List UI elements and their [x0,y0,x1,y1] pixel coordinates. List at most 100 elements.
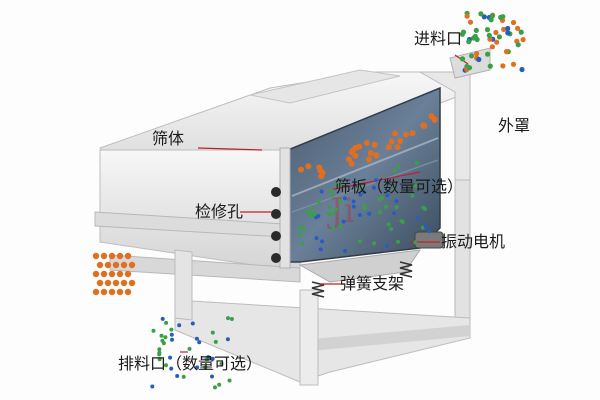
screen-plate-line-2 [291,159,439,213]
label-feed-inlet: 进料口 [414,29,463,48]
particle [351,199,356,204]
particle [104,261,112,269]
particle [316,214,321,218]
particle [112,261,120,269]
particle [496,34,502,40]
particle [169,327,174,332]
particle [472,33,478,40]
inspection-hole-3 [271,231,281,241]
particle [473,27,479,33]
spring-right [399,261,413,278]
base-rail [300,325,470,352]
particle [494,39,500,45]
particle [362,206,367,211]
particle [389,227,394,231]
particle [498,14,504,20]
screen-box-frame [279,147,291,269]
particle [476,56,482,63]
particle [415,215,420,220]
particle [161,341,166,346]
particle [194,336,199,341]
particle [377,210,382,215]
particle [333,207,338,212]
particle [151,328,156,333]
left-leg [174,249,193,321]
label-inspection-hole: 检修孔 [195,202,244,221]
particle [351,204,356,209]
particle [190,321,195,326]
particle [467,19,474,25]
particle [96,279,104,287]
particle [159,333,164,338]
particle [330,211,335,216]
particle [466,39,472,45]
particle [343,248,348,253]
particle [226,316,230,321]
particle [300,241,305,246]
particle [314,236,319,241]
particle [157,357,162,362]
particle [487,63,493,69]
particle [309,211,314,216]
particle [373,152,380,159]
particle [116,270,124,278]
particle [305,210,310,214]
particle [229,317,234,321]
particle [150,384,155,389]
particle [169,366,174,371]
particle [312,212,317,217]
particle [104,279,112,287]
particle [394,199,399,204]
particle [363,139,370,146]
label-discharge-outlet: 排料口（数量可选） [118,354,263,373]
particle [510,61,517,67]
particle [219,361,224,366]
inspection-hole-1 [271,187,281,197]
particle [213,385,217,390]
particle [397,138,404,144]
particle [518,29,524,35]
particle [503,49,510,55]
vibration-motor [414,231,444,249]
particle [341,219,346,224]
particle [298,232,303,237]
particle [421,205,426,210]
particle [100,270,108,278]
particle [120,279,128,287]
screen-plate-line [291,137,439,197]
particle [493,29,499,36]
particle [92,288,100,296]
particle [341,182,345,187]
particle [489,44,495,50]
right-leg [454,179,471,331]
particle [329,188,334,193]
particle [309,214,314,219]
particle [197,340,202,345]
particle [386,222,391,227]
particle [459,56,466,62]
particle [362,190,366,194]
particle [392,130,398,137]
particle [317,167,324,174]
particle [367,150,374,157]
particle [519,66,525,73]
particle [338,224,343,229]
particle [329,193,334,198]
particle [385,144,392,151]
particle [481,14,487,20]
particle [474,51,480,57]
particle [484,27,491,33]
label-screen-plate: 筛板（数量可选） [335,177,464,196]
particle [195,365,200,370]
particle [431,116,438,123]
particle [170,337,174,342]
particle [298,166,304,173]
particle [116,288,124,296]
particle [478,11,484,17]
particle [392,188,397,192]
label-spring-support: 弹簧支架 [340,274,405,293]
particle [96,261,104,269]
particle [124,288,132,296]
